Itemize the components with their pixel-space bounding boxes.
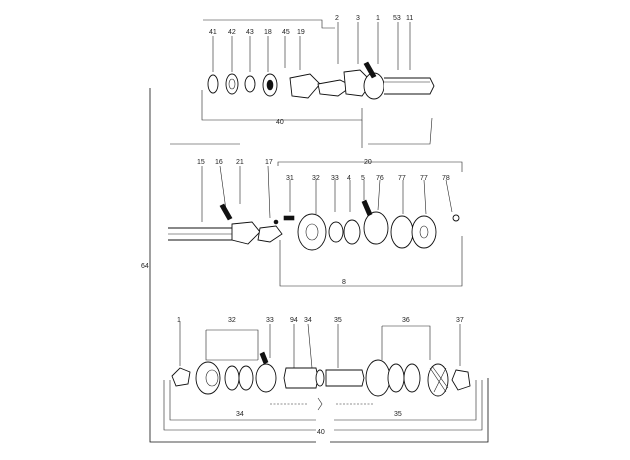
label-2: 2 [335,15,339,22]
label-bottom-group: 40 [317,429,325,436]
label-4: 4 [347,175,351,182]
housing-part-36a [365,359,391,397]
outer-left-bracket: 64 [141,88,489,443]
label-b37: 37 [456,317,464,324]
clip-part-78 [452,214,460,222]
label-11: 11 [406,15,413,22]
pin-part-16 [219,203,233,221]
top-labels: 41 42 43 18 45 19 2 3 1 53 11 40 [209,15,413,126]
label-sub-left: 34 [236,411,244,418]
arm-part-19 [317,79,353,97]
label-18: 18 [264,29,272,36]
label-41: 41 [209,29,217,36]
label-5: 5 [361,175,365,182]
bearing-part-42 [225,73,239,95]
housing-part-32 [195,361,221,395]
ring-part-41 [207,74,219,94]
label-b36: 36 [402,317,410,324]
label-1: 1 [376,15,380,22]
tube-part-94 [283,367,319,389]
label-b32: 32 [228,317,236,324]
label-45: 45 [282,29,290,36]
top-assembly [170,19,435,148]
plate-part-76 [390,215,414,249]
label-76: 76 [376,175,384,182]
label-16: 16 [215,159,223,166]
label-3: 3 [356,15,360,22]
link-part-17 [257,225,283,243]
label-32: 32 [312,175,320,182]
label-15: 15 [197,159,205,166]
label-b34: 34 [304,317,312,324]
middle-labels: 15 16 21 17 20 31 32 33 4 5 76 77 77 78 … [197,159,450,286]
label-53: 53 [393,15,401,22]
bearing-part-33 [255,363,277,393]
plate-part-32 [297,213,327,251]
ring-part-a [224,365,240,391]
label-43: 43 [246,29,254,36]
yoke-part-21 [231,221,261,245]
housing-part-36b [387,363,405,393]
label-20: 20 [364,159,372,166]
label-33: 33 [331,175,339,182]
middle-assembly [168,161,463,287]
shaft-part-11 [384,77,435,95]
label-b1: 1 [177,317,181,324]
label-42: 42 [228,29,236,36]
label-19: 19 [297,29,305,36]
housing-part-36c [403,363,421,393]
ring-part-b [238,365,254,391]
clamp-part-1 [171,367,191,387]
label-8: 8 [342,279,346,286]
label-78: 78 [442,175,450,182]
ring-part-33 [328,221,344,243]
plate-part-77 [411,215,437,249]
bottom-labels: 1 32 33 94 34 35 36 37 34 35 40 [177,317,464,436]
tube-part-35 [325,369,365,387]
label-b94: 94 [290,317,298,324]
label-top-group: 40 [276,119,284,126]
cap-part-37 [451,369,471,391]
label-group-left: 64 [141,263,149,270]
label-b35: 35 [334,317,342,324]
label-21: 21 [236,159,244,166]
label-17: 17 [265,159,273,166]
disc-part-4 [343,219,361,245]
label-77a: 77 [398,175,406,182]
ring-part-43 [244,75,256,93]
label-sub-right: 35 [394,411,402,418]
label-77b: 77 [420,175,428,182]
ring-part-34 [315,369,325,387]
label-b33: 33 [266,317,274,324]
spring-part-31 [283,215,295,221]
gear-part-5 [363,211,389,245]
bottom-assembly [163,322,483,431]
label-31: 31 [286,175,294,182]
fork-part-45 [289,73,321,99]
